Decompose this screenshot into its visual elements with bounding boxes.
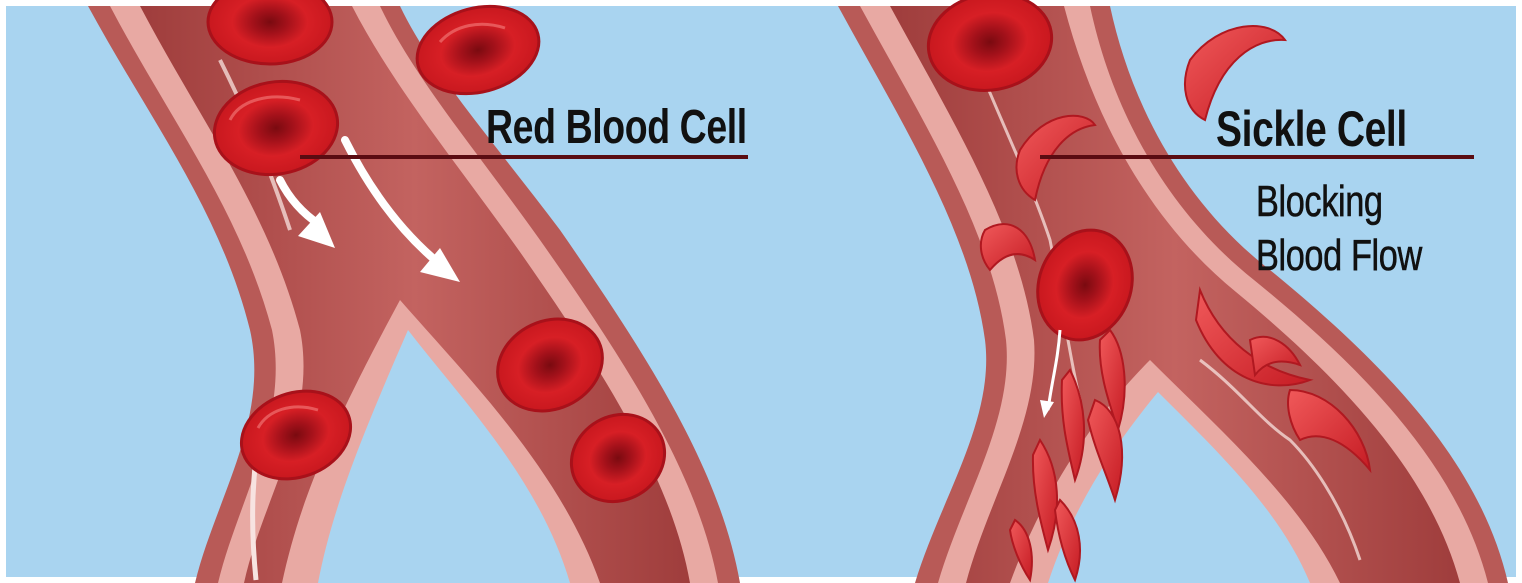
blocking-caption-line2: Blood Flow (1256, 231, 1422, 281)
sickle-cell-label: Sickle Cell (1216, 100, 1407, 158)
red-blood-cell-label: Red Blood Cell (486, 100, 747, 155)
blocking-caption-line1: Blocking (1256, 177, 1383, 227)
